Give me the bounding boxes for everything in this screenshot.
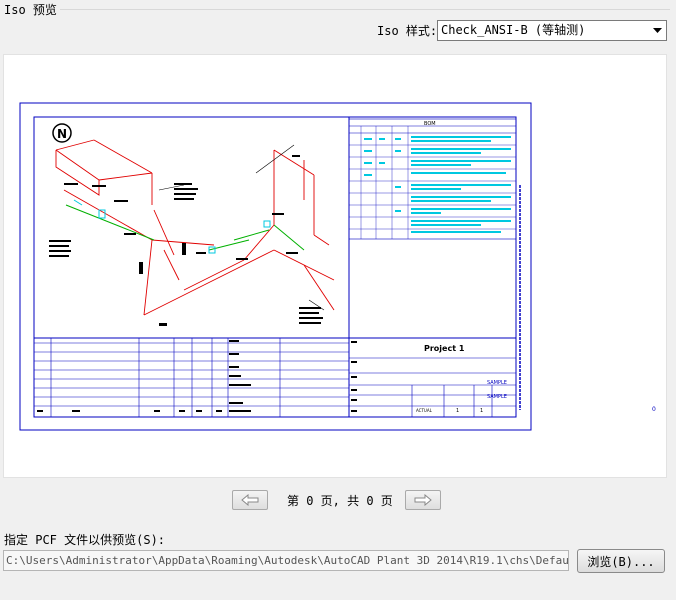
pcf-path-input[interactable]: C:\Users\Administrator\AppData\Roaming\A… <box>3 550 569 571</box>
sheet-total: 1 <box>480 408 483 414</box>
next-page-button[interactable] <box>405 490 441 510</box>
pcf-file-label: 指定 PCF 文件以供预览(S): <box>4 533 166 547</box>
arrow-right-icon <box>414 494 432 506</box>
iso-preview-pane: Project 1 SAMPLE SAMPLE ACTUAL 1 1 BOM <box>3 54 667 478</box>
scale-value: ACTUAL <box>416 408 433 413</box>
iso-style-label: Iso 样式: <box>377 24 438 38</box>
iso-style-value: Check_ANSI-B (等轴测) <box>441 23 586 37</box>
iso-drawing: Project 1 SAMPLE SAMPLE ACTUAL 1 1 BOM <box>19 102 656 431</box>
sample-label-1: SAMPLE <box>487 380 507 386</box>
preview-marker: 0 <box>652 406 656 413</box>
group-title: Iso 预览 <box>2 1 59 18</box>
previous-page-button[interactable] <box>232 490 268 510</box>
page-indicator: 第 0 页, 共 0 页 <box>287 494 393 508</box>
group-divider <box>60 9 670 10</box>
north-arrow-icon: N <box>57 127 67 141</box>
bom-header: BOM <box>424 121 436 127</box>
chevron-down-icon[interactable] <box>648 21 666 40</box>
project-title: Project 1 <box>424 344 465 353</box>
browse-button[interactable]: 浏览(B)... <box>577 549 665 573</box>
arrow-left-icon <box>241 494 259 506</box>
sheet-value: 1 <box>456 408 459 414</box>
sample-label-2: SAMPLE <box>487 394 507 400</box>
iso-style-dropdown[interactable]: Check_ANSI-B (等轴测) <box>437 20 667 41</box>
